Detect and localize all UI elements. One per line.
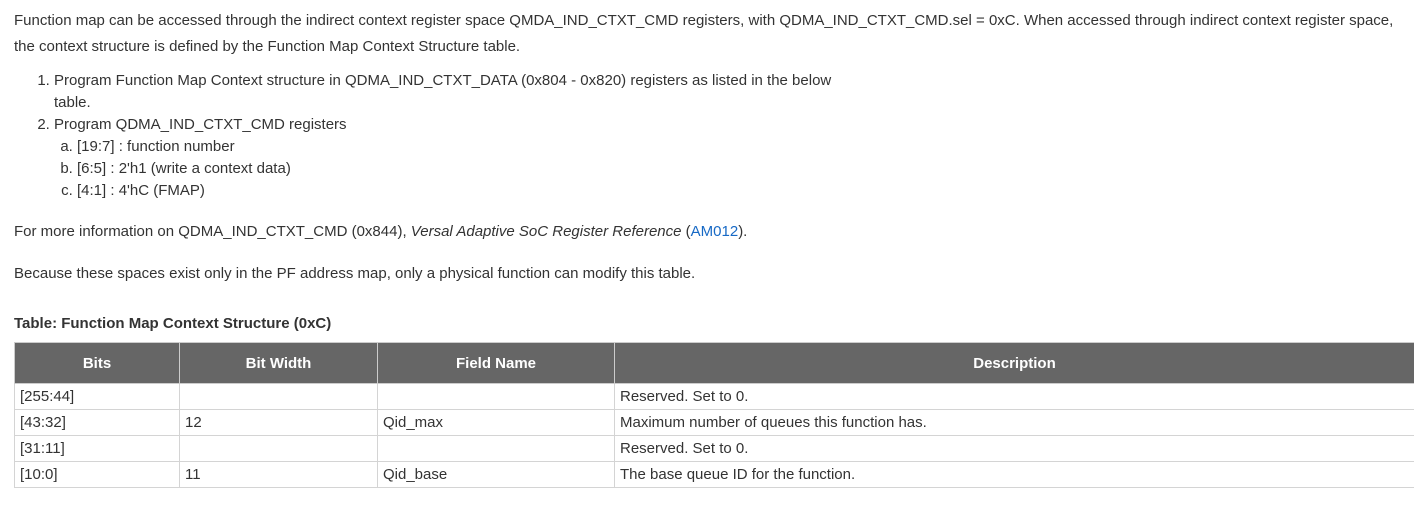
table-title: Table: Function Map Context Structure (0… — [14, 315, 332, 332]
document-content: Function map can be accessed through the… — [14, 8, 1414, 488]
open-paren: ( — [681, 223, 691, 240]
cell-bits: [43:32] — [14, 409, 180, 436]
am012-link[interactable]: AM012 — [690, 223, 739, 240]
cell-bit-width — [179, 383, 378, 410]
sub-step-item: [6:5] : 2'h1 (write a context data) — [77, 158, 844, 180]
cell-bits: [31:11] — [14, 435, 180, 462]
close-paren: ). — [738, 223, 748, 240]
table-row: [10:0] 11 Qid_base The base queue ID for… — [14, 461, 1414, 488]
cell-description: The base queue ID for the function. — [614, 461, 1414, 488]
pf-note-paragraph: Because these spaces exist only in the P… — [14, 265, 696, 282]
cell-bit-width: 12 — [179, 409, 378, 436]
header-field-name: Field Name — [377, 342, 615, 384]
header-bits: Bits — [14, 342, 180, 384]
cell-bit-width — [179, 435, 378, 462]
function-map-table: Bits Bit Width Field Name Description [2… — [14, 342, 1414, 488]
table-header-row: Bits Bit Width Field Name Description — [14, 342, 1414, 384]
cell-field-name — [377, 435, 615, 462]
step-text: Program Function Map Context structure i… — [54, 72, 832, 111]
cell-bits: [255:44] — [14, 383, 180, 410]
more-info-paragraph: For more information on QDMA_IND_CTXT_CM… — [14, 219, 1414, 245]
cell-description: Maximum number of queues this function h… — [614, 409, 1414, 436]
step-list: Program Function Map Context structure i… — [14, 70, 844, 202]
cell-field-name — [377, 383, 615, 410]
step-text: Program QDMA_IND_CTXT_CMD registers — [54, 116, 347, 133]
cell-description: Reserved. Set to 0. — [614, 435, 1414, 462]
more-info-prefix: For more information on QDMA_IND_CTXT_CM… — [14, 223, 411, 240]
sub-step-item: [4:1] : 4'hC (FMAP) — [77, 180, 844, 202]
cell-field-name: Qid_max — [377, 409, 615, 436]
cell-description: Reserved. Set to 0. — [614, 383, 1414, 410]
cell-bits: [10:0] — [14, 461, 180, 488]
reference-title: Versal Adaptive SoC Register Reference — [410, 223, 682, 240]
cell-bit-width: 11 — [179, 461, 378, 488]
sub-step-item: [19:7] : function number — [77, 136, 844, 158]
header-bit-width: Bit Width — [179, 342, 378, 384]
table-row: [43:32] 12 Qid_max Maximum number of que… — [14, 409, 1414, 436]
step-item: Program QDMA_IND_CTXT_CMD registers [19:… — [54, 114, 844, 202]
table-row: [31:11] Reserved. Set to 0. — [14, 435, 1414, 462]
sub-step-list: [19:7] : function number [6:5] : 2'h1 (w… — [54, 136, 844, 202]
table-row: [255:44] Reserved. Set to 0. — [14, 383, 1414, 410]
header-description: Description — [614, 342, 1414, 384]
cell-field-name: Qid_base — [377, 461, 615, 488]
intro-paragraph: Function map can be accessed through the… — [14, 12, 1394, 55]
step-item: Program Function Map Context structure i… — [54, 70, 844, 114]
